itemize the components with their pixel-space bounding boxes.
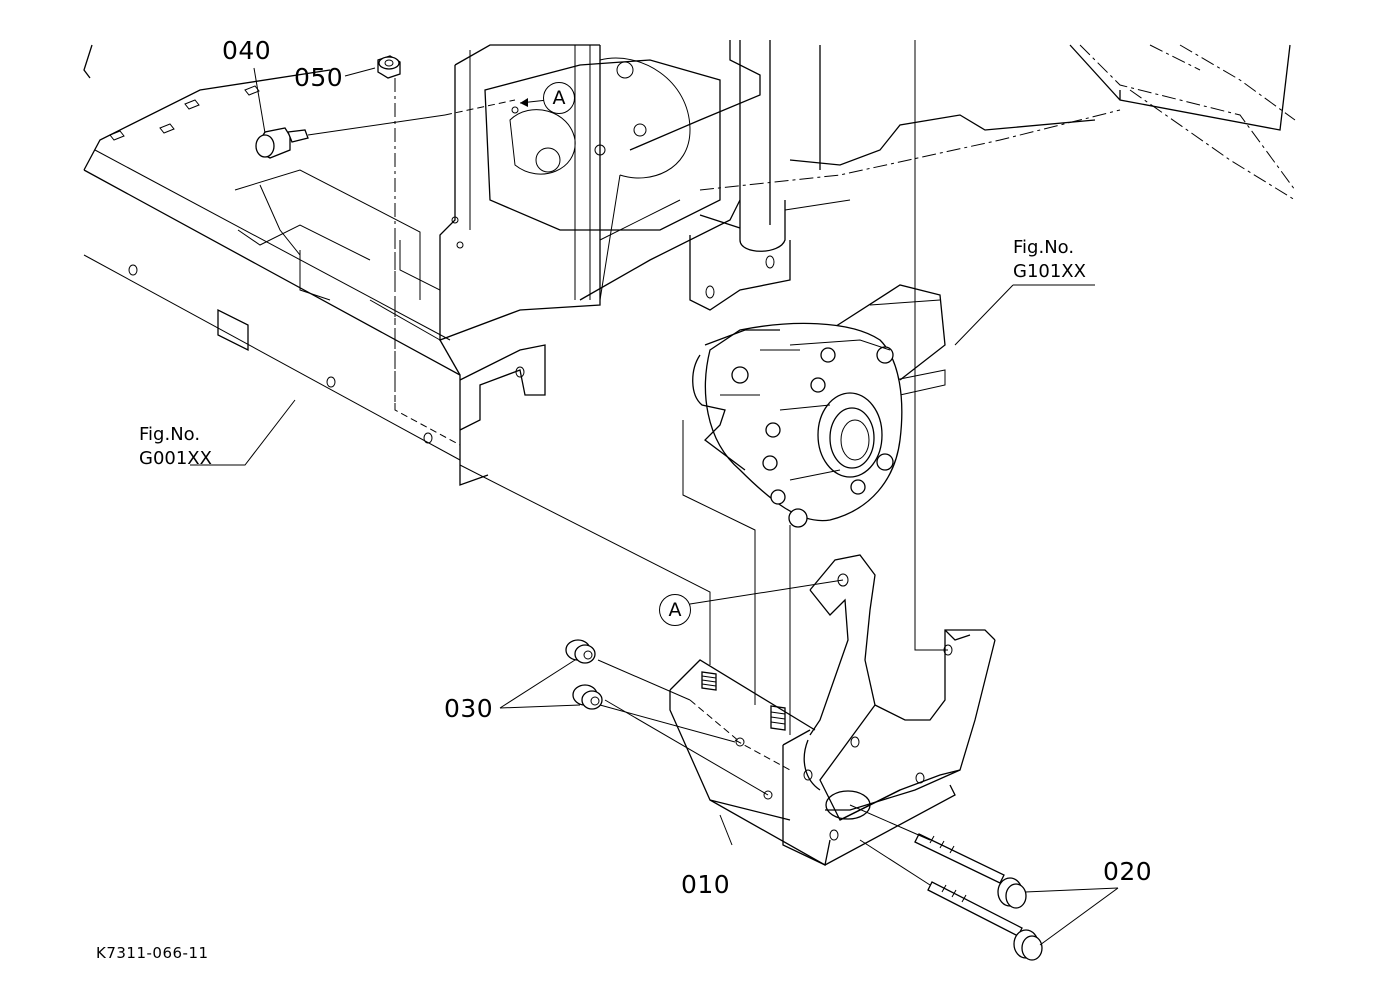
part-label-010[interactable]: 010 bbox=[681, 870, 731, 899]
part-label-040[interactable]: 040 bbox=[222, 36, 272, 65]
gear-housing bbox=[692, 284, 946, 528]
figure-ref-g101-code: G101XX bbox=[1013, 261, 1086, 282]
drawing-id: K7311-066-11 bbox=[96, 944, 209, 962]
figure-ref-g001[interactable]: Fig.No. G001XX bbox=[139, 423, 212, 471]
upper-right-body-panel bbox=[699, 44, 1296, 211]
flange-nut-030-lower bbox=[572, 684, 603, 710]
assembly-guide-lines bbox=[307, 40, 948, 886]
bolt-020-upper bbox=[914, 833, 1027, 909]
bracket-010 bbox=[669, 554, 996, 867]
main-frame-assembly bbox=[83, 44, 489, 486]
flange-nut-030-upper bbox=[565, 639, 596, 664]
transmission-housing bbox=[439, 40, 791, 431]
callout-a-upper: A bbox=[543, 82, 575, 114]
part-label-030[interactable]: 030 bbox=[444, 694, 494, 723]
figure-ref-g101-prefix: Fig.No. bbox=[1013, 237, 1075, 258]
figure-ref-g001-prefix: Fig.No. bbox=[139, 424, 201, 445]
nut-050 bbox=[377, 55, 401, 79]
callout-upper-arrowhead bbox=[520, 98, 528, 107]
figure-ref-g101[interactable]: Fig.No. G101XX bbox=[1013, 236, 1086, 284]
callout-a-lower: A bbox=[659, 594, 691, 626]
bolt-020-lower bbox=[927, 881, 1043, 961]
leader-lines bbox=[190, 67, 1119, 946]
pin-040 bbox=[255, 127, 309, 159]
part-label-020[interactable]: 020 bbox=[1103, 857, 1153, 886]
figure-ref-g001-code: G001XX bbox=[139, 448, 212, 469]
part-label-050[interactable]: 050 bbox=[294, 63, 344, 92]
